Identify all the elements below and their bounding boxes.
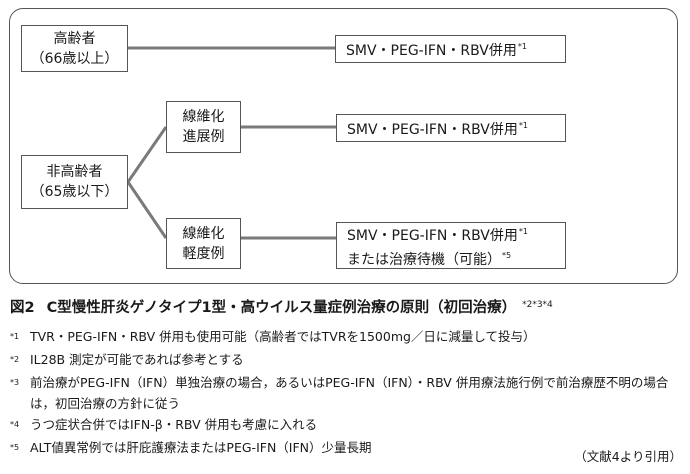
footnote-item: *3 前治療がPEG-IFN（IFN）単独治療の場合，あるいはPEG-IFN（IF… <box>10 372 686 414</box>
footnote-mark: *1 <box>518 226 528 236</box>
elderly-box: 高齢者 （66歳以上） <box>21 25 128 72</box>
footnote-marker: *5 <box>10 443 20 452</box>
footnote-item: *2 IL28B 測定が可能であれば参考とする <box>10 349 686 372</box>
fibrosis-mild-line2: 軽度例 <box>182 245 225 262</box>
footnote-mark: *1 <box>517 42 527 51</box>
connector-lines <box>126 46 336 240</box>
footnote-text: TVR・PEG-IFN・RBV 併用も使用可能（高齢者ではTVRを1500mg／… <box>30 329 536 344</box>
fibrosis-mild-line1: 線維化 <box>182 225 225 242</box>
treatment-mild-line2: または治療待機（可能）*5 <box>347 250 512 268</box>
nonelderly-box: 非高齢者 （65歳以下） <box>21 155 128 209</box>
treatment-advanced-text: SMV・PEG-IFN・RBV併用*1 <box>347 121 528 138</box>
source-citation: （文献4より引用） <box>574 449 682 464</box>
footnote-marker: *4 <box>10 420 20 429</box>
footnote-marker: *3 <box>10 378 20 387</box>
footnote-item: *1 TVR・PEG-IFN・RBV 併用も使用可能（高齢者ではTVRを1500m… <box>10 326 686 349</box>
nonelderly-age: （65歳以下） <box>30 184 119 200</box>
footnote-text: うつ症状合併ではIFN-β・RBV 併用も考慮に入れる <box>30 417 318 432</box>
footnote-mark: *5 <box>502 250 512 260</box>
connector-to-advanced <box>126 126 168 183</box>
footnote-mark: *1 <box>518 121 528 130</box>
treatment-advanced-box: SMV・PEG-IFN・RBV併用*1 <box>336 114 566 142</box>
caption-marks: *2*3*4 <box>522 300 553 310</box>
treatment-elderly-box: SMV・PEG-IFN・RBV併用*1 <box>335 35 566 63</box>
footnotes: *1 TVR・PEG-IFN・RBV 併用も使用可能（高齢者ではTVRを1500m… <box>10 326 686 460</box>
footnote-item: *5 ALT値異常例では肝庇護療法またはPEG-IFN（IFN）少量長期 <box>10 437 686 460</box>
fibrosis-advanced-box: 線維化 進展例 <box>166 101 241 153</box>
treatment-mild-line1: SMV・PEG-IFN・RBV併用*1 <box>347 226 528 244</box>
figure-caption: 図2 C型慢性肝炎ゲノタイプ1型・高ウイルス量症例治療の原則（初回治療） *2*3*… <box>10 296 553 317</box>
footnote-marker: *1 <box>10 332 20 341</box>
treatment-mild-box: SMV・PEG-IFN・RBV併用*1 または治療待機（可能）*5 <box>336 222 566 269</box>
elderly-label: 高齢者 <box>53 30 96 47</box>
figure-title: C型慢性肝炎ゲノタイプ1型・高ウイルス量症例治療の原則（初回治療） <box>46 300 517 316</box>
diagram-frame <box>9 8 678 284</box>
footnote-text: IL28B 測定が可能であれば参考とする <box>30 352 244 367</box>
connector-to-mild <box>126 181 168 239</box>
treatment-elderly-text: SMV・PEG-IFN・RBV併用*1 <box>346 42 527 59</box>
footnote-item: *4 うつ症状合併ではIFN-β・RBV 併用も考慮に入れる <box>10 414 686 437</box>
figure-number: 図2 <box>10 300 35 316</box>
fibrosis-advanced-line2: 進展例 <box>182 129 225 145</box>
footnote-text: ALT値異常例では肝庇護療法またはPEG-IFN（IFN）少量長期 <box>30 440 372 455</box>
footnote-text: 前治療がPEG-IFN（IFN）単独治療の場合，あるいはPEG-IFN（IFN）… <box>30 375 669 411</box>
nonelderly-label: 非高齢者 <box>46 164 103 180</box>
elderly-age: （66歳以上） <box>30 50 119 67</box>
fibrosis-mild-box: 線維化 軽度例 <box>166 218 241 269</box>
footnote-marker: *2 <box>10 355 20 364</box>
fibrosis-advanced-line1: 線維化 <box>182 109 225 125</box>
